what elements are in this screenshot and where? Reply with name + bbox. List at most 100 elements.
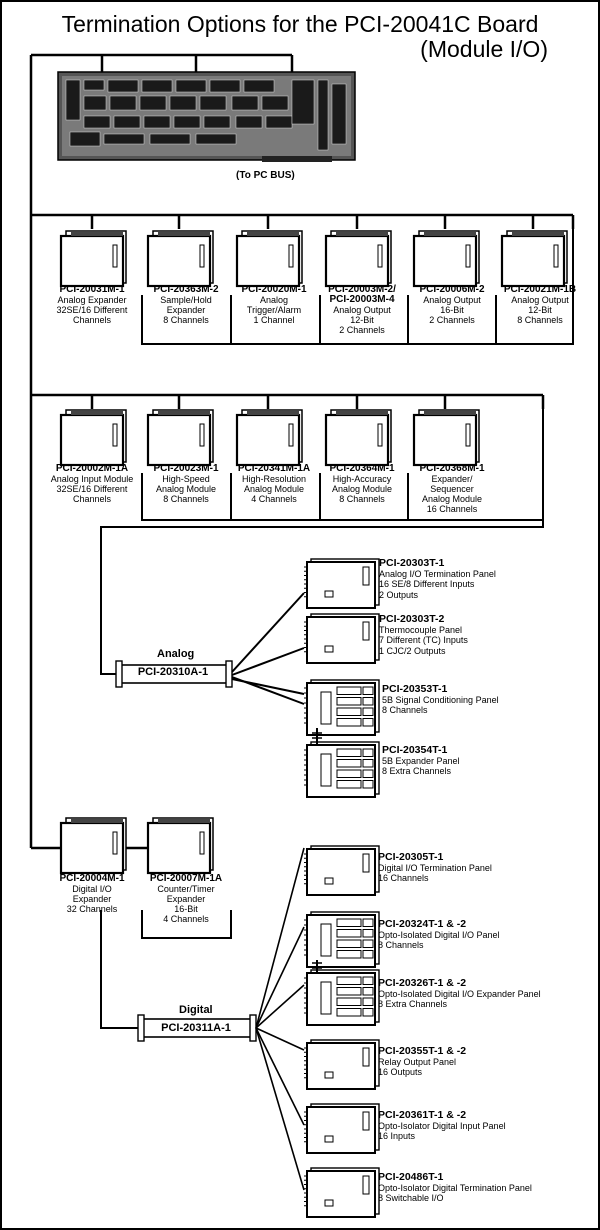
- panel-header: [362, 1111, 370, 1131]
- panel-module-slot: [362, 939, 374, 948]
- module-description: Counter/Timer: [157, 884, 215, 894]
- panel-chip: [324, 1135, 334, 1143]
- board-chip: [109, 95, 137, 111]
- panel-header: [362, 1175, 370, 1195]
- board-chip: [141, 79, 173, 93]
- board-chip: [243, 79, 275, 93]
- module-icon: [146, 409, 214, 467]
- module-description: 16-Bit: [440, 305, 464, 315]
- panel-description: 5B Signal Conditioning Panel: [382, 694, 499, 705]
- module-part-number: PCI-20003M-2/: [328, 284, 396, 295]
- panel-chip: [324, 1199, 334, 1207]
- module-description: Sequencer: [430, 484, 474, 494]
- panel-description: Opto-Isolator Digital Input Panel: [378, 1120, 506, 1131]
- digital-fan-line: [255, 926, 305, 1029]
- module-description: Analog Module: [331, 484, 393, 494]
- digital-cable-graphic: [137, 1014, 257, 1042]
- panel-header: [362, 621, 370, 641]
- module-slot: [112, 831, 118, 855]
- cable-connector-left: [137, 1014, 145, 1042]
- analog-fan-line: [231, 647, 305, 676]
- module-description: Expander: [166, 305, 206, 315]
- panel-module-slot: [362, 759, 374, 768]
- panel-module-slot: [362, 997, 374, 1006]
- module-description: Analog Expander: [57, 295, 127, 305]
- pci-board-graphic: [57, 71, 356, 162]
- panel-part-number: PCI-20326T-1 & -2: [378, 977, 467, 989]
- digital-panel-icon: [304, 1167, 380, 1218]
- diagram-title: Termination Options for the PCI-20041C B…: [61, 11, 539, 37]
- module-description: 12-Bit: [350, 315, 374, 325]
- board-chip: [107, 79, 139, 93]
- digital-cable-label: PCI-20311A-1: [161, 1022, 231, 1034]
- panel-module-slot: [336, 976, 362, 985]
- module-description: 4 Channels: [163, 914, 209, 924]
- digital-panel-icon: [304, 969, 380, 1026]
- module-description: Trigger/Alarm: [246, 305, 302, 315]
- module-icon: [146, 230, 214, 288]
- module-slot: [553, 244, 559, 268]
- digital-fan-line: [255, 984, 305, 1029]
- module-icon: [412, 409, 480, 467]
- board-chip: [231, 95, 259, 111]
- module-top-connector: [424, 232, 476, 236]
- module-top-connector: [71, 232, 123, 236]
- module-part-number: PCI-20021M-1B: [503, 284, 577, 295]
- panel-module-slot: [336, 918, 362, 927]
- analog-header: Analog: [157, 648, 195, 660]
- module-description: 8 Channels: [339, 494, 385, 504]
- panel-description: Thermocouple Panel: [379, 624, 463, 635]
- panel-module-slot: [336, 718, 362, 727]
- module-part-number: PCI-20002M-1A: [55, 463, 129, 474]
- board-chip: [169, 95, 197, 111]
- panel-chip: [324, 645, 334, 653]
- module-slot: [465, 244, 471, 268]
- module-part-number: PCI-20003M-4: [329, 294, 395, 305]
- module-description: 8 Channels: [517, 315, 563, 325]
- panel-description: 8 Switchable I/O: [378, 1193, 444, 1203]
- module-description: Expander: [72, 894, 112, 904]
- panel-module-slot: [362, 697, 374, 706]
- module-description: 32 Channels: [66, 904, 118, 914]
- module-top-connector: [424, 411, 476, 415]
- digital-panel-icon: [304, 845, 380, 896]
- panel-description: 7 Different (TC) Inputs: [379, 635, 468, 645]
- board-chip: [331, 83, 347, 145]
- module-description: 12-Bit: [528, 305, 552, 315]
- digital-fan-line: [255, 847, 305, 1029]
- digital-fan-line: [255, 1027, 305, 1051]
- panel-description: 16 Channels: [378, 873, 429, 883]
- board-note: (To PC BUS): [236, 170, 295, 181]
- board-chip: [103, 133, 145, 145]
- panel-part-number: PCI-20486T-1: [378, 1171, 444, 1183]
- board-chip: [317, 79, 329, 151]
- panel-module-slot: [362, 707, 374, 716]
- panel-module-slot: [336, 950, 362, 959]
- module-top-connector: [71, 819, 123, 823]
- module-top-connector: [247, 232, 299, 236]
- module-description: 32SE/16 Different: [56, 305, 128, 315]
- module-top-connector: [158, 232, 210, 236]
- module-description: 8 Channels: [163, 315, 209, 325]
- module-description: Channels: [72, 315, 112, 325]
- module-icon: [324, 409, 392, 467]
- module-slot: [199, 423, 205, 447]
- panel-module-slot: [362, 780, 374, 789]
- panel-part-number: PCI-20303T-1: [379, 557, 445, 569]
- module-part-number: PCI-20007M-1A: [149, 873, 223, 884]
- panel-part-number: PCI-20361T-1 & -2: [378, 1109, 467, 1121]
- panel-description: 1 CJC/2 Outputs: [379, 645, 446, 656]
- module-top-connector: [336, 232, 388, 236]
- module-part-number: PCI-20020M-1: [241, 284, 307, 295]
